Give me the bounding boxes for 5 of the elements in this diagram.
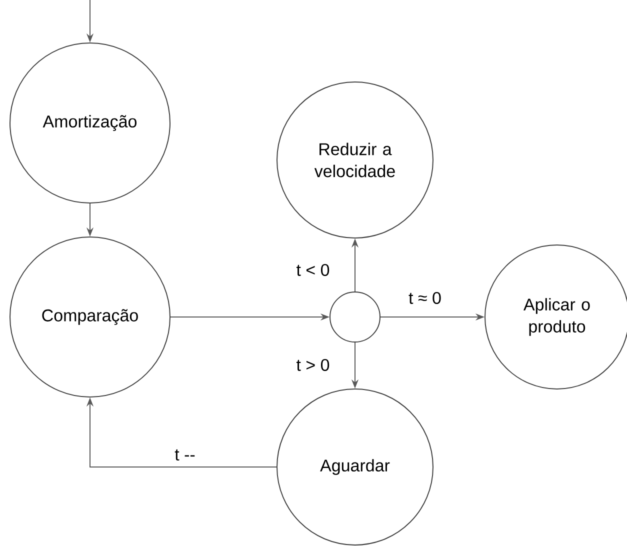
edge-label: t < 0 bbox=[295, 262, 331, 278]
junction-circle bbox=[330, 292, 380, 342]
edge-label: t > 0 bbox=[295, 358, 331, 372]
edge-label: t ≈ 0 bbox=[408, 290, 442, 306]
edge-label: t -- bbox=[174, 448, 196, 462]
